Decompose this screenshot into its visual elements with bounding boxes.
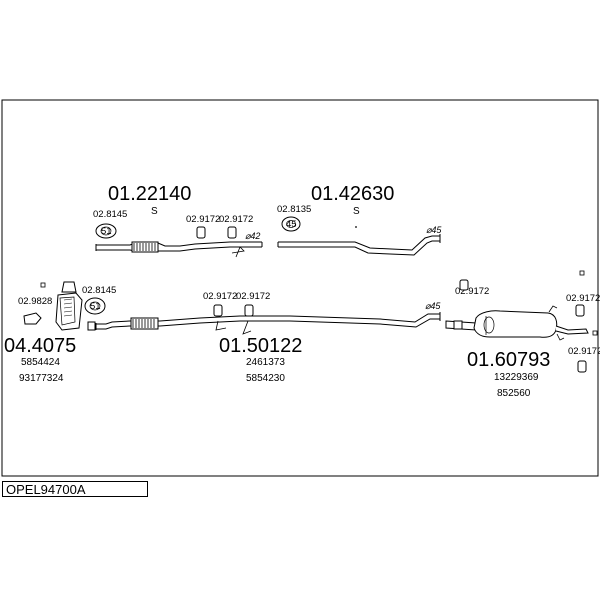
fitting-label-02-9172-mid-a: 02.9172 xyxy=(203,291,237,302)
rear-silencer-01-60793[interactable] xyxy=(445,305,589,341)
diagram-frame xyxy=(1,99,599,477)
part-ref-5854424: 5854424 xyxy=(21,357,60,368)
part-number-01-22140: 01.22140 xyxy=(108,183,191,205)
part-number-01-50122: 01.50122 xyxy=(219,335,302,357)
fitting-label-02-9172-right-c: 02.9172 xyxy=(568,346,600,357)
hanger-rubber-icon-top-a[interactable] xyxy=(196,226,206,239)
small-marker-icon xyxy=(40,282,46,288)
part-number-01-60793: 01.60793 xyxy=(467,349,550,371)
hanger-mid-b xyxy=(242,320,252,335)
fitting-label-02-9172-right-a: 02.9172 xyxy=(455,286,489,297)
hanger-rubber-icon-right-a[interactable] xyxy=(459,279,469,291)
diagram-title: OPEL94700A xyxy=(2,481,148,497)
part-ref-2461373: 2461373 xyxy=(246,357,285,368)
fitting-label-02-9172-top-b: 02.9172 xyxy=(219,214,253,225)
gasket-icon-mid[interactable]: 51 xyxy=(84,297,106,315)
gasket-label-45: 45 xyxy=(286,219,297,230)
clamp-icon-9828[interactable] xyxy=(23,312,42,325)
part-number-01-42630: 01.42630 xyxy=(311,183,394,205)
part-ref-93177324: 93177324 xyxy=(19,373,64,384)
diameter-label-45-top: ⌀45 xyxy=(426,225,442,235)
part-ref-852560: 852560 xyxy=(497,388,531,399)
fitting-label-02-9172-right-b: 02.9172 xyxy=(566,293,600,304)
hanger-top xyxy=(231,246,245,258)
gasket-label-51-mid: 51 xyxy=(90,301,101,312)
part-ref-13229369: 13229369 xyxy=(494,372,539,383)
fitting-label-02-8145-mid: 02.8145 xyxy=(82,285,116,296)
part-ref-5854230: 5854230 xyxy=(246,373,285,384)
hanger-rubber-icon-mid-a[interactable] xyxy=(213,304,223,317)
pipe-01-22140[interactable] xyxy=(95,241,263,252)
hanger-rubber-icon-mid-b[interactable] xyxy=(244,304,254,317)
catalytic-converter-04-4075[interactable] xyxy=(55,281,83,331)
hanger-rubber-icon-right-c[interactable] xyxy=(577,360,587,373)
hanger-rubber-icon-right-b[interactable] xyxy=(575,304,585,317)
gasket-icon-top[interactable]: 51 xyxy=(95,223,117,239)
dot-marker-top xyxy=(355,226,357,228)
fitting-label-02-9172-top-a: 02.9172 xyxy=(186,214,220,225)
fitting-label-02-8145-top: 02.8145 xyxy=(93,209,127,220)
small-marker-top-right xyxy=(579,270,585,276)
small-marker-right xyxy=(592,330,598,336)
flex-section-top xyxy=(131,241,159,253)
pipe-01-42630[interactable] xyxy=(277,234,441,256)
hanger-rubber-icon-top-b[interactable] xyxy=(227,226,237,239)
part-suffix-01-42630: S xyxy=(353,206,360,217)
fitting-label-02-9172-mid-b: 02.9172 xyxy=(236,291,270,302)
hanger-mid-a xyxy=(215,320,227,331)
fitting-label-02-8135-top: 02.8135 xyxy=(277,204,311,215)
flex-section-mid xyxy=(130,317,159,330)
pipe-01-50122[interactable] xyxy=(95,312,441,330)
part-suffix-01-22140: S xyxy=(151,206,158,217)
gasket-label-51-top: 51 xyxy=(101,226,112,237)
flange-mid xyxy=(87,321,96,331)
diameter-label-45-mid: ⌀45 xyxy=(425,301,441,311)
part-number-04-4075: 04.4075 xyxy=(4,335,76,357)
fitting-label-02-9828: 02.9828 xyxy=(18,296,52,307)
diameter-label-42: ⌀42 xyxy=(245,231,260,241)
gasket-icon-top-right[interactable]: 45 xyxy=(281,216,301,232)
